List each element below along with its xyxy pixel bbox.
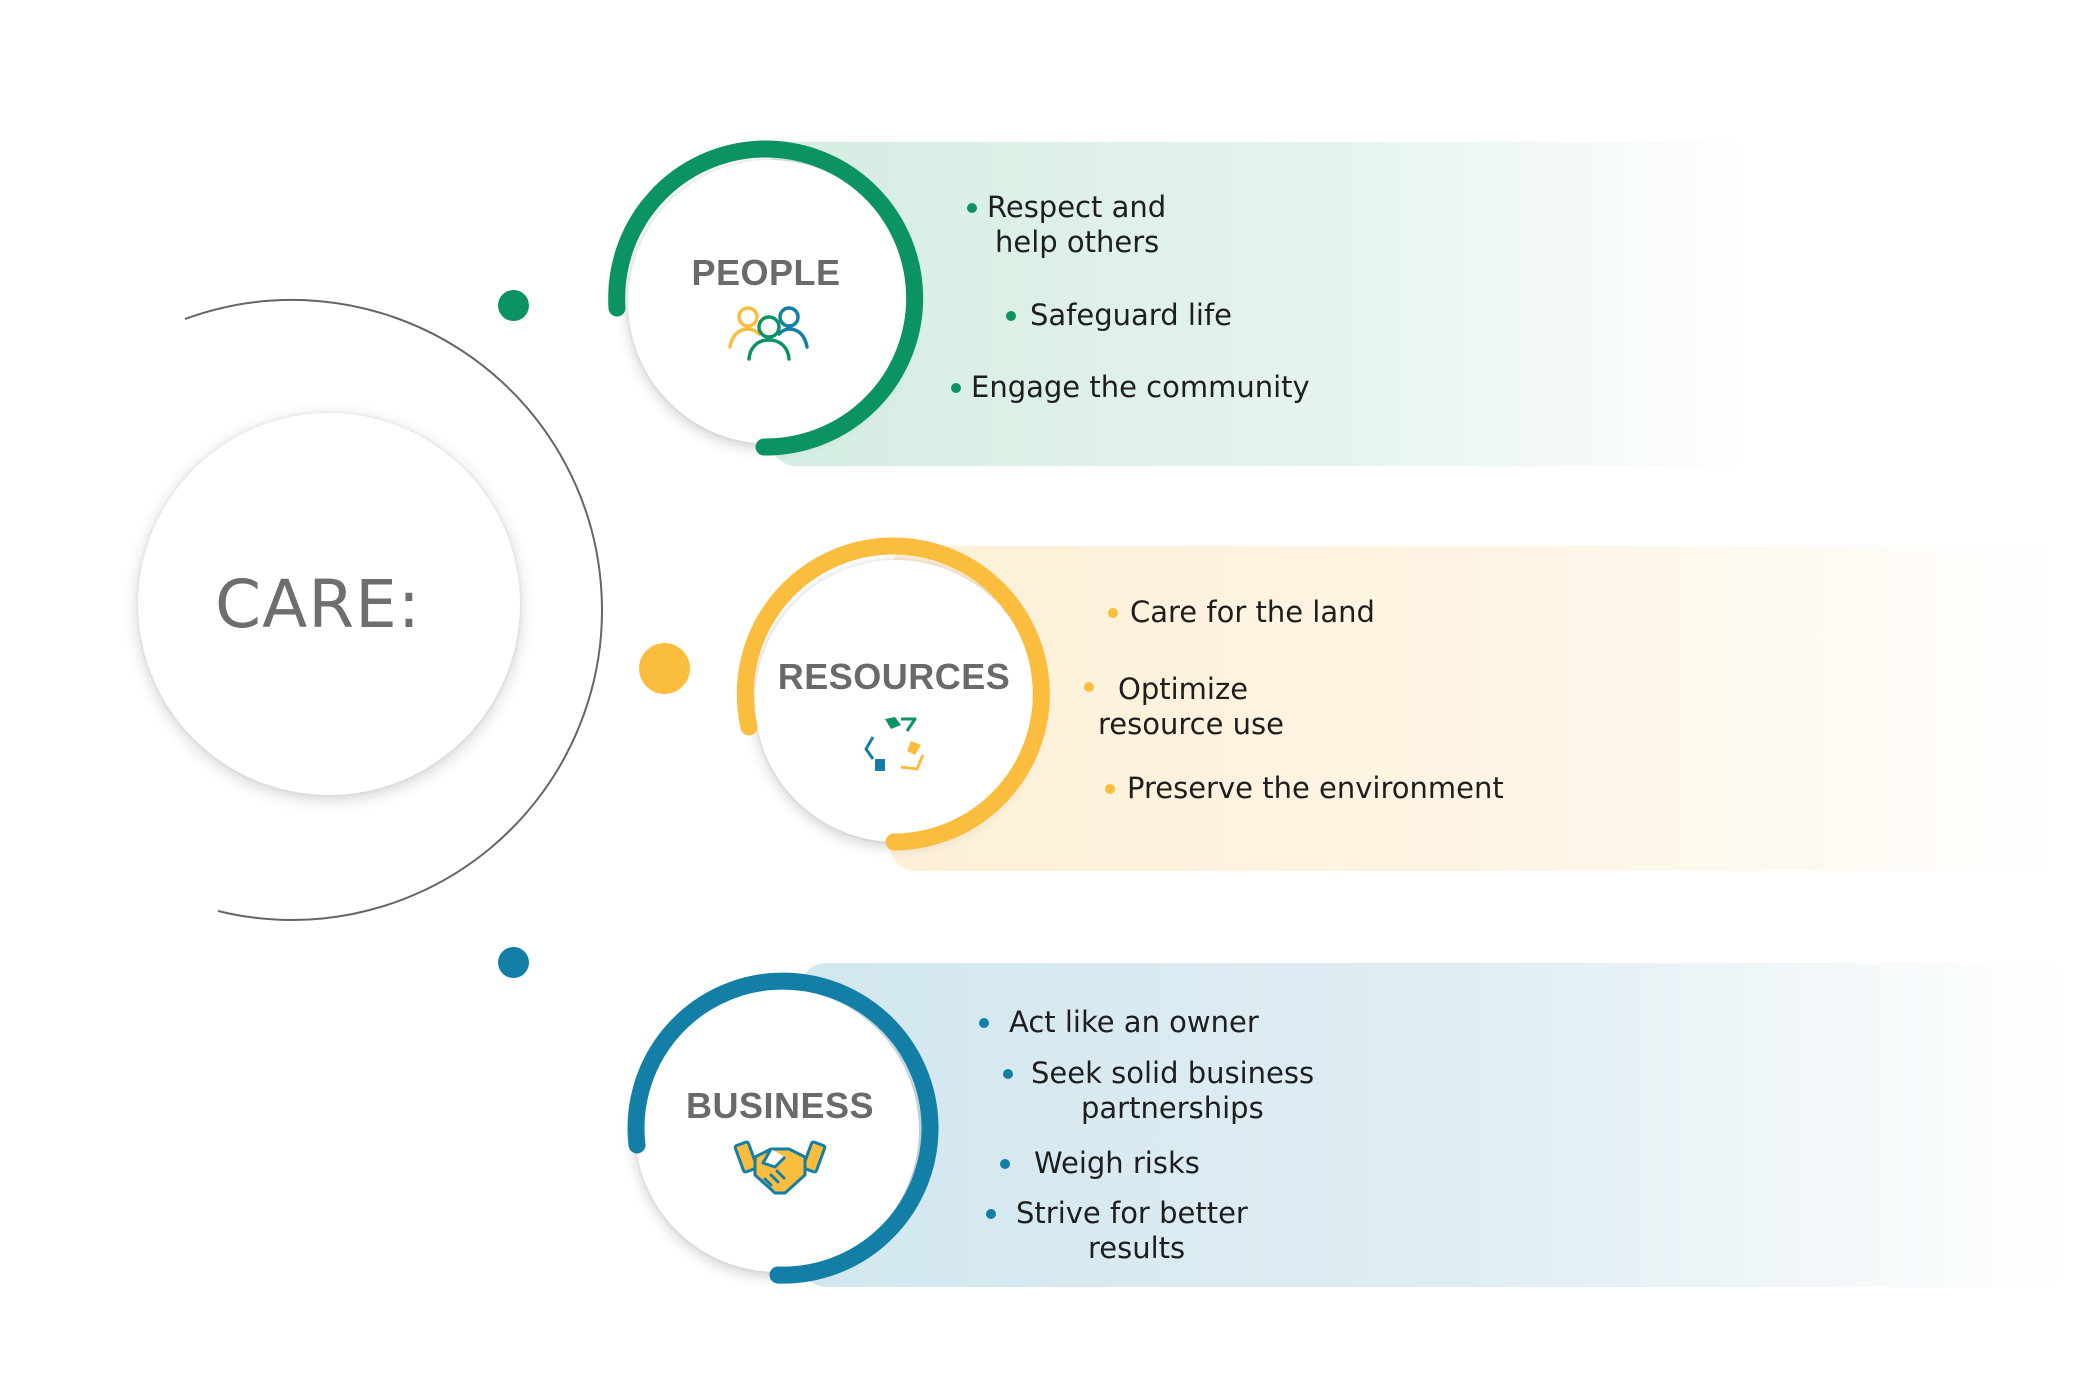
business-connector-dot <box>498 947 529 978</box>
handshake-icon <box>733 1140 827 1195</box>
recycle-icon <box>864 717 925 771</box>
care-center-circle: CARE: <box>138 413 520 795</box>
people-connector-dot <box>498 290 529 321</box>
resources-band <box>890 546 2070 871</box>
business-ring <box>627 972 939 1284</box>
people-item-2: Safeguard life <box>1006 298 1232 333</box>
business-item-1: Act like an owner <box>979 1005 1259 1040</box>
people-item-1: Respect and help others <box>967 190 1166 260</box>
resources-item-2: Optimize resource use <box>1084 672 1304 742</box>
resources-title: RESOURCES <box>777 656 1011 697</box>
resources-item-3: Preserve the environment <box>1105 771 1504 806</box>
business-item-2: Seek solid business partnerships <box>1003 1056 1314 1126</box>
business-item-3: Weigh risks <box>1000 1146 1200 1181</box>
business-band <box>800 963 2070 1287</box>
resources-item-1: Care for the land <box>1108 595 1375 630</box>
resources-ring <box>736 537 1050 851</box>
people-circle <box>628 160 912 444</box>
people-group-icon <box>728 306 809 361</box>
people-item-3: Engage the community <box>951 370 1310 405</box>
business-circle <box>635 988 919 1272</box>
business-title: BUSINESS <box>685 1085 875 1126</box>
resources-connector-dot <box>639 643 690 694</box>
care-label: CARE: <box>214 565 422 643</box>
business-item-4: Strive for better results <box>986 1196 1248 1266</box>
people-ring <box>608 140 924 456</box>
people-band <box>770 142 1760 466</box>
people-title: PEOPLE <box>691 252 841 293</box>
